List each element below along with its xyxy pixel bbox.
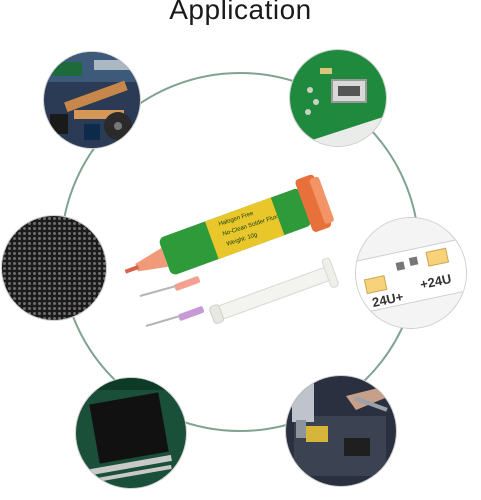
flux-syringe-product: Halogen Free No-Clean Solder Flux Weight… [120, 150, 360, 350]
led-strip-photo: 24U+ +24U [356, 218, 466, 328]
laptop-motherboard-photo [44, 52, 140, 148]
soldering-repair-photo [286, 376, 396, 486]
bga-chip-photo [2, 216, 106, 320]
page-title: Application [169, 0, 312, 25]
usb-connector-pcb-photo [290, 50, 386, 146]
qfp-ic-chip-photo [76, 378, 186, 488]
